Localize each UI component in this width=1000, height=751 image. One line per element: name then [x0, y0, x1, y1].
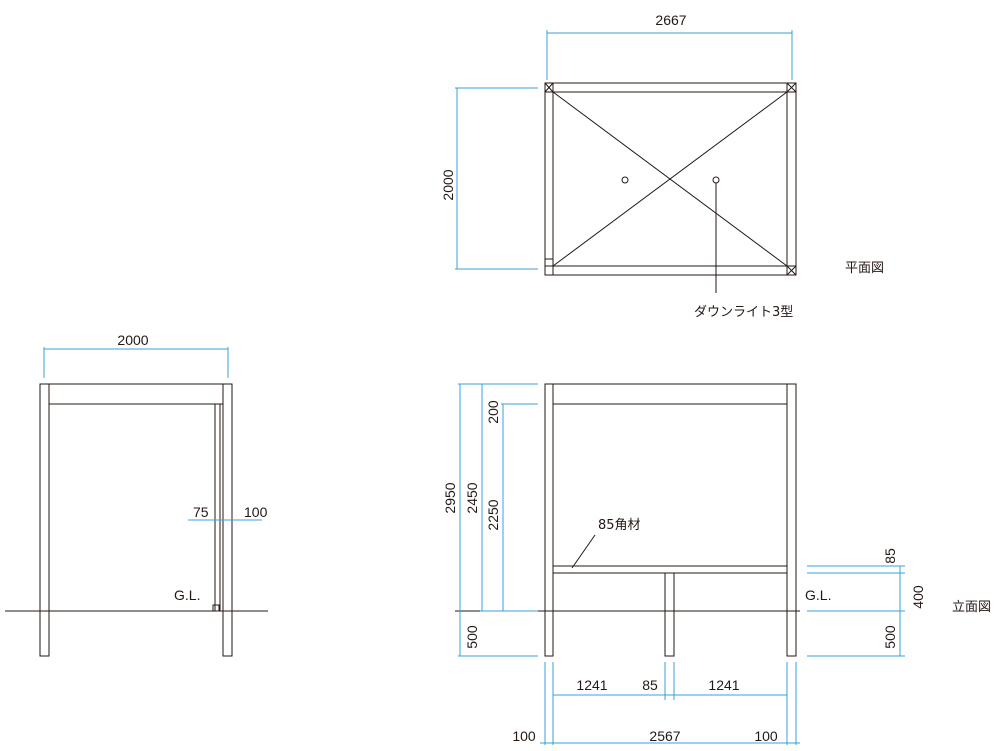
side-gl-mark [212, 604, 220, 611]
plan-depth-label: 2000 [440, 169, 456, 200]
downlight-label: ダウンライト3型 [694, 305, 793, 320]
downlight-icon-1 [621, 176, 629, 184]
plan-width-label: 2667 [655, 12, 686, 28]
front-total-height-label: 2950 [442, 482, 458, 513]
side-left-post [39, 383, 50, 657]
elevation-title: 立面図 [952, 600, 991, 615]
front-lower-beam [552, 565, 788, 574]
square-timber-label: 85角材 [598, 518, 641, 533]
side-elevation: 2000 G.L. 75 100 [5, 332, 268, 657]
side-width-label: 2000 [117, 332, 148, 348]
front-bottom-right-label: 100 [754, 728, 778, 744]
plan-outer-frame [544, 82, 797, 276]
front-span-left-label: 1241 [576, 677, 607, 693]
plan-post-bottom-left [544, 258, 554, 276]
front-right-post [786, 383, 797, 657]
front-2250-label: 2250 [485, 499, 501, 530]
plan-post-top-right [786, 82, 797, 93]
downlight-icon-2 [712, 176, 720, 184]
front-200-label: 200 [485, 400, 501, 424]
plan-post-top-left [544, 82, 554, 93]
front-2450-label: 2450 [464, 482, 480, 513]
plan-view: 2667 2000 [440, 12, 884, 320]
side-gl-label: G.L. [174, 587, 200, 603]
front-gl-label: G.L. [805, 587, 831, 603]
front-bottom-left-label: 100 [512, 728, 536, 744]
plan-title: 平面図 [845, 261, 884, 276]
front-span-mid-label: 85 [642, 677, 658, 693]
plan-diagonal-2 [552, 91, 788, 267]
front-left-post [544, 383, 554, 657]
front-right-500-label: 500 [882, 625, 898, 649]
front-span-right-label: 1241 [708, 677, 739, 693]
side-inner-post [214, 403, 221, 612]
front-right-400-label: 400 [910, 585, 926, 609]
side-dim-75: 75 [193, 504, 209, 520]
square-timber-leader [571, 534, 596, 569]
front-elevation: G.L. 85角材 2950 2450 2250 200 500 85 400 … [442, 383, 991, 745]
front-center-post [664, 572, 675, 657]
front-bottom-total-label: 2567 [649, 728, 680, 744]
front-right-85-label: 85 [882, 548, 898, 564]
plan-post-bottom-right [786, 265, 797, 276]
side-dim-100: 100 [244, 504, 268, 520]
front-below-gl-label: 500 [464, 625, 480, 649]
